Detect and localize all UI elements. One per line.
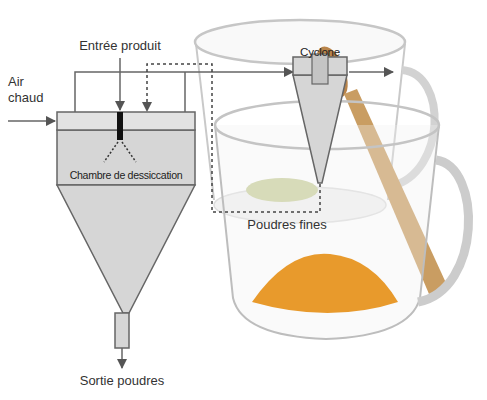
cyclone: Cyclone <box>291 28 349 184</box>
mug-handle <box>418 160 469 302</box>
chamber-outlet <box>115 313 129 348</box>
mug-body <box>215 125 439 339</box>
fines-return-line <box>147 64 320 212</box>
powder-outlet-arrow <box>121 348 123 368</box>
chamber-cone <box>57 185 195 313</box>
feed-label: Entrée produit <box>50 38 190 54</box>
air-distributor <box>57 112 195 130</box>
drying-chamber: Chambre de dessiccation <box>57 112 195 348</box>
cyclone-body <box>293 57 347 75</box>
outlet-label: Sortie poudres <box>47 373 197 389</box>
air-inlet-arrow <box>8 120 55 122</box>
orange-powder <box>252 254 398 313</box>
node-heading: Cyclone <box>261 45 379 58</box>
cyclone-cone <box>293 75 347 183</box>
node-outline <box>57 112 195 348</box>
node-label: Chambre de dessiccation <box>57 169 195 181</box>
exhaust-arrow <box>349 71 393 73</box>
mug-rim <box>195 20 405 64</box>
air-inlet-label: Air chaud <box>8 74 52 105</box>
mug-rim <box>215 101 439 149</box>
chamber-body <box>57 130 195 185</box>
fines-label: Poudres fines <box>222 217 352 233</box>
vortex-finder <box>312 54 328 84</box>
nozzle <box>117 112 123 140</box>
air-duct <box>75 72 293 112</box>
node-outline <box>291 28 349 184</box>
air-outlet-branch <box>184 72 186 112</box>
spray-cone <box>104 142 136 162</box>
feed-arrow <box>119 58 121 110</box>
